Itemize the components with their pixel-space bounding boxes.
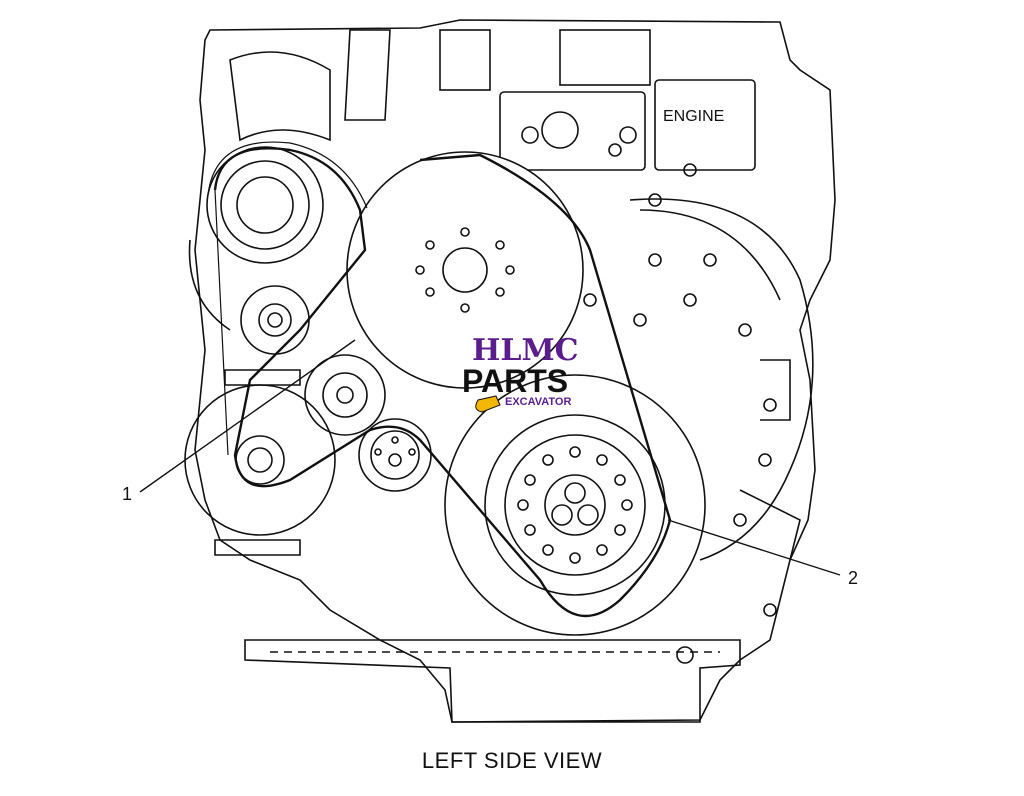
callout-2-label: 2 — [848, 568, 858, 588]
callout-1-leader — [139, 339, 356, 493]
fan-drive-pulley — [346, 151, 584, 389]
watermark-line2: PARTS — [462, 363, 568, 399]
cover-bolts — [583, 143, 777, 664]
engine-label: ENGINE — [663, 108, 724, 125]
watermark-line1: HLMC — [472, 333, 579, 368]
water-pump-pulley — [304, 354, 386, 436]
callout-2-leader — [667, 519, 841, 576]
view-caption: LEFT SIDE VIEW — [421, 748, 603, 773]
engine-block-outline — [194, 19, 836, 723]
lower-left-pulley — [184, 369, 336, 556]
idler-pulley-upper — [240, 285, 310, 355]
callout-1-label: 1 — [122, 484, 132, 504]
crankshaft-damper — [444, 374, 706, 636]
excavator-bucket-icon — [475, 395, 501, 413]
hlmc-parts-watermark: HLMC PARTS EXCAVATOR — [462, 333, 579, 413]
watermark-line3: EXCAVATOR — [505, 396, 571, 408]
alternator — [188, 146, 324, 331]
oil-pan — [244, 639, 741, 723]
timing-cover — [629, 198, 814, 561]
belt-tensioner — [358, 418, 432, 492]
